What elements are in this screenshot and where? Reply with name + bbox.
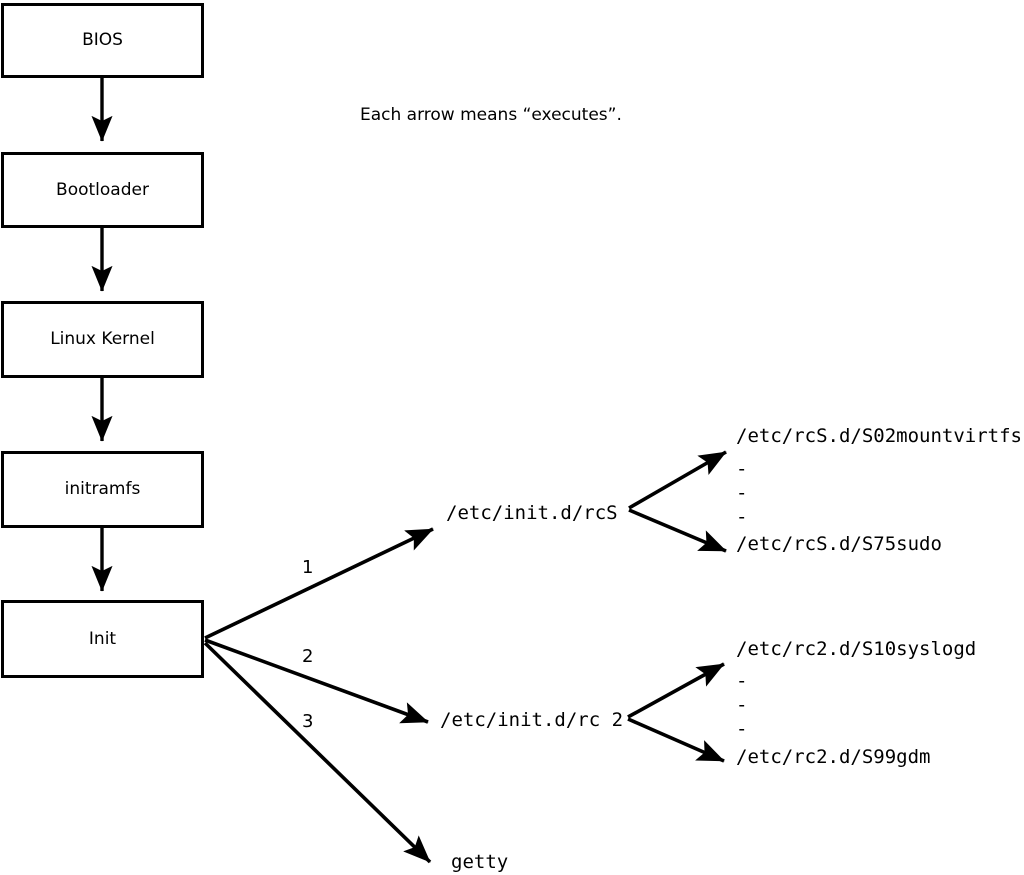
rc2-ellipsis-dash-1: - — [736, 670, 748, 692]
label-rc2-first-script[interactable]: /etc/rc2.d/S10syslogd — [736, 638, 977, 660]
node-bootloader-label: Bootloader — [56, 179, 149, 200]
rc2-ellipsis-dash-3: - — [736, 718, 748, 740]
node-bios[interactable]: BIOS — [1, 3, 204, 78]
label-getty[interactable]: getty — [451, 851, 509, 873]
node-initramfs-label: initramfs — [64, 479, 141, 499]
edge-number-1: 1 — [302, 557, 314, 578]
node-bootloader[interactable]: Bootloader — [1, 152, 204, 228]
arrow-init-to-getty — [203, 641, 432, 864]
rcs-ellipsis-dash-3: - — [736, 506, 748, 528]
label-rcs-first-script[interactable]: /etc/rcS.d/S02mountvirtfs — [736, 425, 1022, 447]
node-linux-kernel-label: Linux Kernel — [50, 329, 155, 349]
label-etc-init-d-rcs[interactable]: /etc/init.d/rcS — [446, 502, 618, 524]
node-linux-kernel[interactable]: Linux Kernel — [1, 301, 204, 378]
arrow-rcs-to-last-script — [628, 508, 727, 553]
edge-number-3: 3 — [302, 711, 314, 732]
label-rc2-last-script[interactable]: /etc/rc2.d/S99gdm — [736, 746, 931, 768]
rcs-ellipsis-dash-1: - — [736, 458, 748, 480]
arrow-rcs-to-first-script — [628, 450, 727, 510]
arrow-rc2-to-last-script — [627, 717, 725, 763]
node-init-label: Init — [88, 628, 117, 649]
label-rcs-last-script[interactable]: /etc/rcS.d/S75sudo — [736, 533, 942, 555]
node-init[interactable]: Init — [1, 600, 204, 678]
rc2-ellipsis-dash-2: - — [736, 694, 748, 716]
label-etc-init-d-rc-2[interactable]: /etc/init.d/rc 2 — [440, 709, 624, 731]
diagram-caption: Each arrow means “executes”. — [360, 105, 622, 125]
arrow-rc2-to-first-script — [627, 662, 725, 719]
arrow-init-to-rcs — [204, 527, 434, 640]
node-bios-label: BIOS — [82, 30, 123, 50]
arrow-init-to-rc2 — [204, 638, 429, 724]
rcs-ellipsis-dash-2: - — [736, 482, 748, 504]
edge-number-2: 2 — [302, 646, 314, 667]
node-initramfs[interactable]: initramfs — [1, 451, 204, 528]
